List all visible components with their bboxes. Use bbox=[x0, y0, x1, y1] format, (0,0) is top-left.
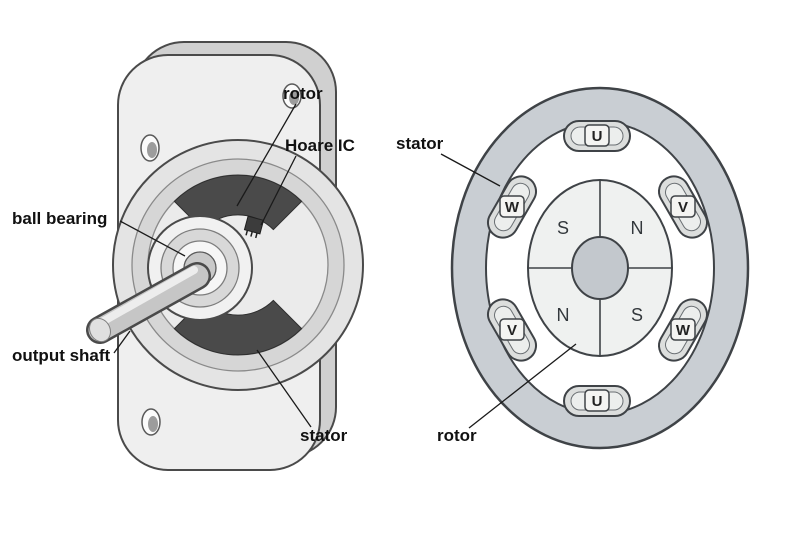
label-output-shaft: output shaft bbox=[12, 346, 111, 365]
bolt-hole-top-right bbox=[282, 83, 302, 109]
leader-stator-left bbox=[256, 349, 312, 428]
rotor-pole-n-lower-left: N bbox=[557, 305, 570, 325]
leader-rotor-right bbox=[468, 343, 577, 429]
stator-winding-lower-right: W bbox=[658, 298, 708, 362]
label-rotor-cutaway: rotor bbox=[283, 84, 323, 103]
label-stator-cross-section: stator bbox=[396, 134, 444, 153]
rotor-cross-section: S N N S bbox=[527, 179, 673, 357]
phase-label-u-bottom: U bbox=[592, 393, 603, 410]
stator-winding-top: U bbox=[563, 120, 631, 152]
leader-stator-right bbox=[440, 153, 501, 187]
leader-hoare-ic bbox=[260, 155, 297, 226]
phase-label-w-lower-right: W bbox=[676, 322, 691, 339]
stator-winding-bottom: U bbox=[563, 385, 631, 417]
phase-label-u-top: U bbox=[592, 128, 603, 145]
cutaway-figure: rotor Hoare IC ball bearing output shaft… bbox=[12, 41, 364, 471]
cross-section-figure: S N N S U W bbox=[396, 86, 750, 450]
phase-label-v-lower-left: V bbox=[507, 322, 517, 339]
leader-ball-bearing bbox=[119, 220, 186, 257]
stator-winding-upper-left: W bbox=[487, 175, 537, 239]
rotor-pole-s-lower-right: S bbox=[631, 305, 643, 325]
leader-rotor bbox=[236, 103, 297, 207]
label-ball-bearing: ball bearing bbox=[12, 209, 107, 228]
label-hoare-ic: Hoare IC bbox=[285, 136, 355, 155]
bolt-hole-top-left bbox=[140, 134, 160, 162]
phase-label-w-upper-left: W bbox=[505, 199, 520, 216]
leader-output-shaft bbox=[113, 330, 131, 354]
label-stator-cutaway: stator bbox=[300, 426, 348, 445]
rotor-pole-s-upper-left: S bbox=[557, 218, 569, 238]
rotor-pole-n-upper-right: N bbox=[631, 218, 644, 238]
rotor-shaft-hub bbox=[571, 236, 629, 300]
hoare-ic-chip bbox=[243, 215, 265, 239]
shaft-end-face bbox=[89, 317, 111, 343]
phase-label-v-upper-right: V bbox=[678, 199, 688, 216]
stator-winding-lower-left: V bbox=[487, 298, 537, 362]
bolt-hole-bottom-left bbox=[141, 408, 161, 436]
stator-winding-upper-right: V bbox=[658, 175, 708, 239]
label-rotor-cross-section: rotor bbox=[437, 426, 477, 445]
output-shaft bbox=[86, 262, 211, 344]
